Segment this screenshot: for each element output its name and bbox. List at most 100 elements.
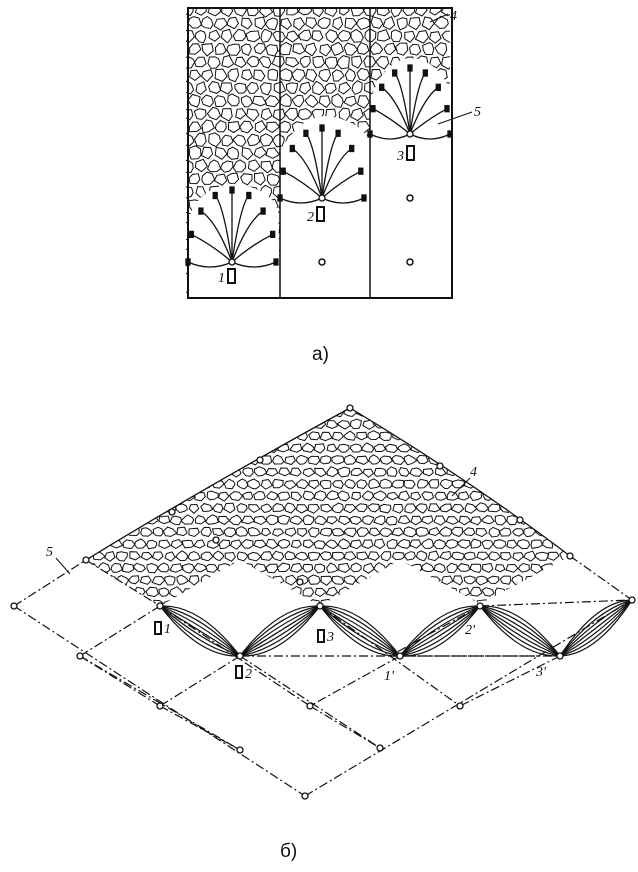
grid-node [236,746,244,754]
rubble-stone [398,396,410,404]
rubble-stone [284,107,299,122]
rubble-stone [391,574,405,585]
rubble-stone [518,586,531,598]
rubble-stone [363,80,377,95]
rubble-stone [230,443,244,454]
rubble-stone [253,419,268,430]
rubble-stone [168,586,184,598]
rubble-stone [187,16,203,29]
rubble-stone [207,396,217,404]
rubble-stone [115,455,128,465]
charge-mark [289,144,295,153]
rubble-stone [474,408,488,418]
rubble-stone [116,502,130,513]
charge-mark [273,258,279,266]
rubble-stone [469,490,482,502]
rubble-stone [187,551,202,562]
rubble-stone [122,466,134,477]
rubble-stone [528,515,544,525]
rubble-stone [512,431,525,442]
rubble-stone [318,68,332,82]
rubble-stone [559,408,570,417]
rubble-stone [236,551,249,562]
charge-mark [379,83,385,91]
rubble-stone [494,443,507,453]
rubble-stone [297,8,313,16]
grid-node [256,456,264,464]
rubble-stone [475,575,489,586]
rubble-stone [272,503,286,512]
blast-arrow [159,605,241,657]
rubble-stone [272,30,286,43]
rubble-stone [234,526,249,537]
rubble-stone [344,68,356,82]
rubble-stone [573,433,584,441]
rubble-stone [162,526,178,537]
charge-mark [212,191,218,200]
rubble-stone [164,575,176,586]
rubble-stone [122,562,135,573]
charge-mark [303,129,309,137]
rubble-stone [422,395,433,405]
rubble-stone [373,562,387,574]
blast-arrow [399,605,481,657]
rubble-stone [306,408,321,418]
rubble-stone [344,599,357,606]
rubble-stone [375,55,390,70]
rubble-stone [211,408,226,418]
rubble-stone [313,540,326,550]
rubble-stone [103,599,118,606]
grid-node [436,462,444,470]
blast-arrow [399,605,481,657]
rubble-stone [223,502,236,514]
rubble-stone [504,490,518,501]
rubble-stone [368,575,381,585]
rubble-stone [487,408,500,418]
rubble-stone [86,598,93,606]
rubble-stone [554,466,568,477]
hole-b-2p: 2' [465,623,476,638]
rubble-stone [110,562,123,573]
rubble-stone [227,93,240,107]
rubble-texture-b [86,395,584,606]
rubble-stone [151,455,165,465]
rubble-stone [182,419,195,430]
rubble-stone [378,574,393,585]
spare-holes-a [318,194,414,266]
rubble-stone [246,133,261,147]
rubble-stone [194,467,206,478]
rubble-stone [301,442,316,453]
rubble-stone [499,575,512,585]
rubble-stone [110,490,122,501]
rubble-stone [534,551,549,561]
rubble-stone [195,397,206,405]
rubble-stone [343,95,357,107]
rubble-stone [242,467,254,477]
rubble-stone [445,444,458,453]
rubble-stone [372,490,388,502]
hole-center [318,194,326,202]
rubble-stone [565,563,570,574]
rubble-stone [505,563,519,573]
rubble-stone [542,586,555,597]
rubble-stone [355,455,370,465]
rubble-stone [158,395,170,405]
rubble-stone [314,587,327,597]
rubble-stone [349,418,362,430]
rubble-stone [369,41,384,55]
rubble-stone [408,16,421,31]
rubble-stone [386,491,400,501]
charge-mark [185,258,191,266]
rubble-stone [228,514,243,526]
rubble-stone [373,587,386,597]
rubble-stone [506,419,520,429]
rubble-stone [265,121,281,134]
rubble-stone [331,431,345,442]
rubble-stone [91,454,105,465]
grid-node [396,652,404,660]
rubble-stone [368,454,382,465]
blast-line [187,261,233,268]
rubble-stone [218,539,231,550]
rubble-stone [368,478,381,490]
